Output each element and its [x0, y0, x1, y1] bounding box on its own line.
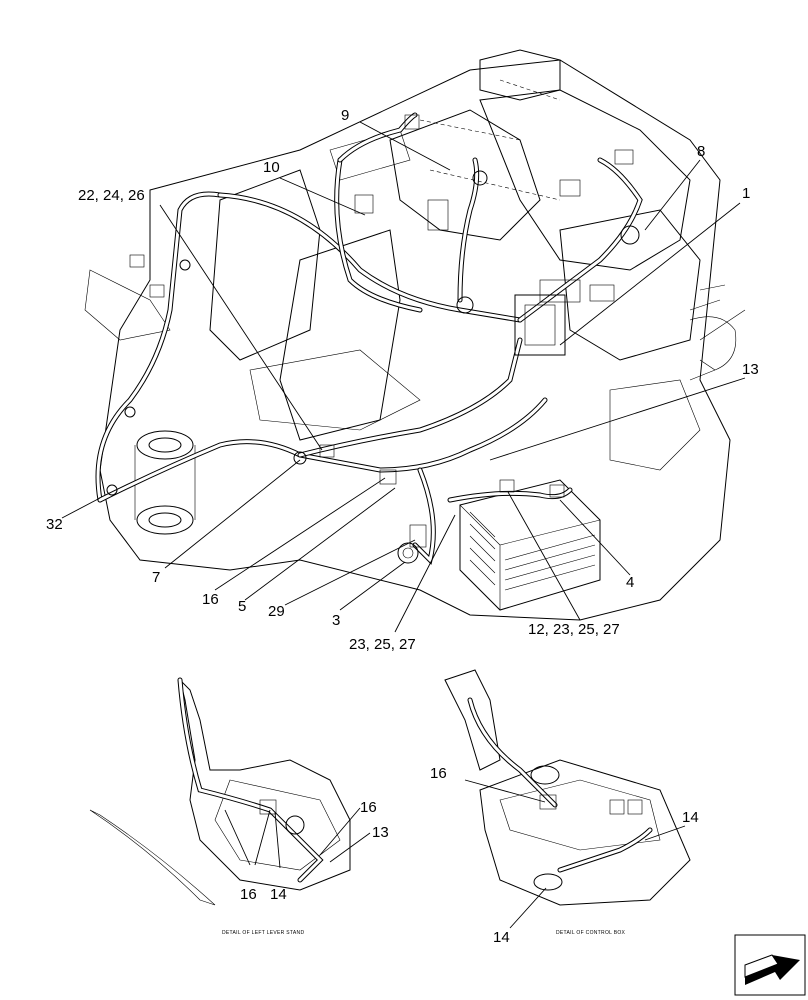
detail-left-caption: DETAIL OF LEFT LEVER STAND — [222, 930, 305, 936]
detail-right-callout-16: 16 — [430, 765, 447, 782]
callout-13: 13 — [742, 361, 759, 378]
callout-3: 3 — [332, 612, 341, 629]
callout-29: 29 — [268, 603, 285, 620]
callout-10: 10 — [263, 159, 280, 176]
callout-23-25-27: 23, 25, 27 — [349, 636, 416, 653]
callout-12-23-25-27: 12, 23, 25, 27 — [528, 621, 620, 638]
detail-right-callout-14a: 14 — [682, 809, 699, 826]
callout-9: 9 — [341, 107, 350, 124]
detail-right-caption: DETAIL OF CONTROL BOX — [556, 930, 626, 936]
callout-8: 8 — [697, 143, 706, 160]
detail-right-callout-14b: 14 — [493, 929, 510, 946]
next-page-arrow-icon[interactable] — [734, 934, 806, 996]
detail-left-callout-13: 13 — [372, 824, 389, 841]
detail-left-lever-stand — [89, 677, 371, 906]
callout-22-24-26: 22, 24, 26 — [78, 187, 145, 204]
connectors — [106, 114, 640, 564]
detail-left-callout-16b: 16 — [240, 886, 257, 903]
leader-lines — [61, 121, 746, 633]
detail-left-callout-14: 14 — [270, 886, 287, 903]
detail-left-callout-16a: 16 — [360, 799, 377, 816]
callout-4: 4 — [626, 574, 635, 591]
callout-1: 1 — [742, 185, 751, 202]
main-harness — [95, 112, 643, 565]
callout-5: 5 — [238, 598, 247, 615]
battery — [459, 479, 601, 611]
machine-frame — [84, 49, 746, 621]
callout-32: 32 — [46, 516, 63, 533]
detail-right-control-box — [444, 669, 691, 929]
callout-16: 16 — [202, 591, 219, 608]
callout-7: 7 — [152, 569, 161, 586]
